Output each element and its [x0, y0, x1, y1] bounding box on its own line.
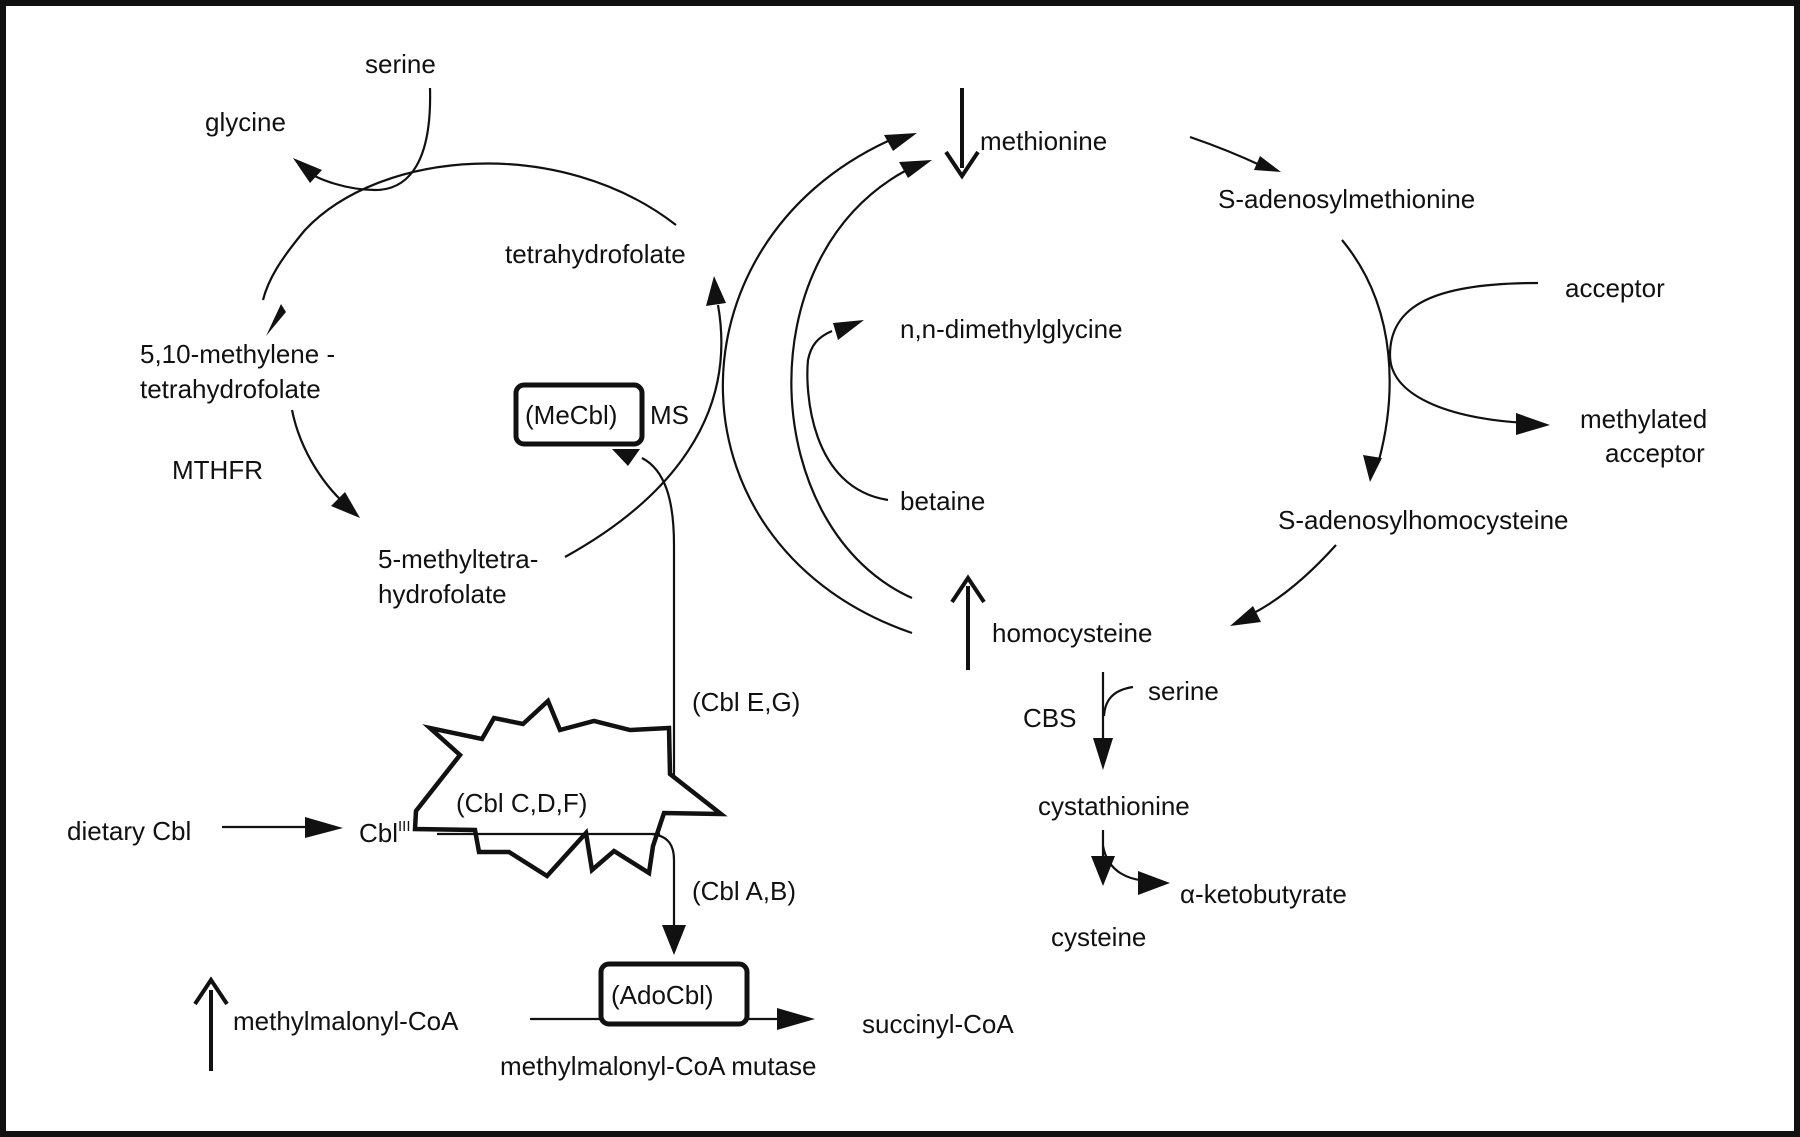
- arrowhead-to-sam: [1254, 156, 1281, 172]
- cbs-enzyme-label: CBS: [1023, 703, 1076, 733]
- remethylation-arcs: [721, 133, 932, 635]
- sah-to-homocysteine-arrow: [1249, 544, 1337, 616]
- cbl-eg-label: (Cbl E,G): [692, 687, 800, 717]
- adocbl-label: (AdoCbl): [611, 980, 714, 1010]
- methylene-thf-label-line1: 5,10-methylene -: [140, 339, 335, 369]
- methionine-to-sam-arrow: [1189, 135, 1263, 167]
- mthfr-enzyme-label: MTHFR: [172, 455, 263, 485]
- dmg-label: n,n-dimethylglycine: [900, 314, 1123, 344]
- methionine-decrease-arrowhead: [944, 150, 980, 180]
- sam-to-sah-arrow: [1341, 239, 1391, 461]
- cbl-ab-path-to-adocbl: [651, 832, 676, 927]
- arrowhead-to-thf: [706, 276, 726, 306]
- folate-cycle-arc-bottom-right: [564, 304, 723, 558]
- arrowhead-to-methylene-thf: [266, 304, 286, 336]
- cbl-ab-label: (Cbl A,B): [692, 876, 796, 906]
- methionine-cycle: [944, 88, 1550, 670]
- betaine-to-dmg-arrow: [806, 329, 889, 502]
- cobalamin-processing: [222, 449, 728, 955]
- succinyl-coa-label: succinyl-CoA: [862, 1009, 1014, 1039]
- homocysteine-label: homocysteine: [992, 618, 1152, 648]
- inner-remethylation-arc: [790, 170, 913, 600]
- mutase-pathway: (AdoCbl): [193, 961, 815, 1071]
- cbl-cdf-label: (Cbl C,D,F): [456, 788, 587, 818]
- methylene-thf-label-line2: tetrahydrofolate: [140, 374, 321, 404]
- methylthf-label-line1: 5-methyltetra-: [378, 544, 538, 574]
- methylated-acceptor-label-line2: acceptor: [1605, 438, 1705, 468]
- cbl3-label: CblIII: [359, 818, 411, 848]
- homocysteine-increase-arrowhead: [950, 574, 986, 604]
- ms-enzyme-label: MS: [650, 400, 689, 430]
- cbl3-superscript: III: [398, 818, 411, 835]
- arrowhead-to-adocbl: [662, 925, 686, 955]
- arrowhead-to-ketobutyrate: [1138, 871, 1170, 895]
- outer-remethylation-arc: [721, 140, 913, 635]
- transsulfuration-pathway: [1091, 672, 1170, 895]
- arrowhead-to-cbl3: [305, 817, 343, 838]
- serine-label-folate: serine: [365, 49, 436, 79]
- arrowhead-to-cysteine: [1091, 856, 1115, 886]
- serine-into-cbs-arrow: [1102, 685, 1134, 717]
- methylthf-label-line2: hydrofolate: [378, 579, 507, 609]
- thf-label: tetrahydrofolate: [505, 239, 686, 269]
- cbl3-base-text: Cbl: [359, 818, 398, 848]
- ketobutyrate-label: α-ketobutyrate: [1180, 879, 1347, 909]
- arrowhead-to-mecbl: [612, 449, 640, 466]
- cbl-eg-path-to-mecbl: [641, 457, 676, 785]
- cysteine-label: cysteine: [1051, 922, 1146, 952]
- mmcoa-label: methylmalonyl-CoA: [233, 1006, 459, 1036]
- arrowhead-to-methylated-acceptor: [1516, 413, 1550, 435]
- cystathionine-label: cystathionine: [1038, 791, 1190, 821]
- mutase-enzyme-label: methylmalonyl-CoA mutase: [500, 1051, 816, 1081]
- folate-cycle: [261, 87, 726, 558]
- cbl-cdf-starburst: [412, 697, 728, 879]
- mmcoa-increase-arrowhead: [193, 976, 229, 1006]
- acceptor-to-methylated-acceptor-arrow: [1388, 281, 1539, 425]
- arrowhead-inner-to-methionine: [899, 160, 932, 178]
- sam-label: S-adenosylmethionine: [1218, 184, 1475, 214]
- adocbl-box: [598, 961, 750, 1027]
- serine-glycine-arrow: [304, 87, 432, 192]
- arrowhead-to-homocysteine: [1230, 606, 1261, 626]
- mecbl-box: (MeCbl): [513, 382, 645, 447]
- arrowhead-to-glycine: [293, 158, 322, 183]
- betaine-label: betaine: [900, 486, 985, 516]
- acceptor-label: acceptor: [1565, 273, 1665, 303]
- sah-label: S-adenosylhomocysteine: [1278, 505, 1569, 535]
- serine-label-cbs: serine: [1148, 676, 1219, 706]
- mecbl-label: (MeCbl): [525, 400, 617, 430]
- arrowhead-to-methylthf: [331, 492, 360, 518]
- dietary-cbl-label: dietary Cbl: [67, 816, 191, 846]
- arrowhead-outer-to-methionine: [884, 133, 917, 151]
- methionine-label: methionine: [980, 126, 1107, 156]
- arrowhead-to-succinyl-coa: [777, 1008, 815, 1030]
- arrowhead-to-dmg: [833, 320, 864, 340]
- methylated-acceptor-label-line1: methylated: [1580, 404, 1707, 434]
- glycine-label: glycine: [205, 107, 286, 137]
- arrowhead-to-cystathionine: [1093, 738, 1113, 770]
- arrowhead-to-sah: [1363, 455, 1382, 482]
- folate-cycle-arc-top: [261, 162, 677, 301]
